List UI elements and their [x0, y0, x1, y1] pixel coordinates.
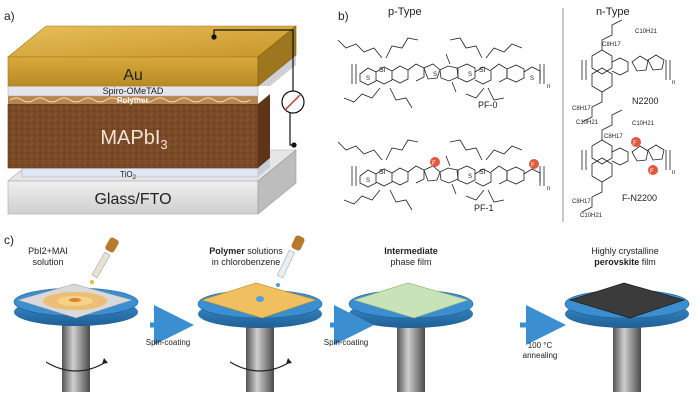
rotate-arrow-1-icon	[45, 361, 107, 372]
pf1-n: n	[547, 186, 550, 192]
fn2200-structure	[581, 109, 671, 213]
coater-3-post	[397, 322, 425, 392]
perovskite-side	[258, 94, 270, 168]
panel-a: a) Glass/FTO TiO2 MAPbI3 Polymer Spiro-O…	[4, 9, 305, 215]
pf1-si-1: Si	[379, 169, 386, 176]
polymer-wave	[9, 97, 251, 103]
step1-line2: solution	[32, 257, 63, 267]
fn2200-fluorine-1	[631, 137, 641, 147]
coater-4-post	[613, 322, 641, 392]
step4-line2: perovskite film	[594, 257, 656, 267]
step2-line1: Polymer solutions	[209, 246, 283, 256]
polymer-layer	[8, 96, 258, 104]
fn2200-alkyl-3: C8H17	[572, 199, 591, 205]
step3-line2: phase film	[390, 257, 431, 267]
n2200-alkyl-4: C10H21	[576, 120, 599, 126]
n2200-label: N2200	[632, 96, 659, 106]
perovskite-layer	[7, 103, 259, 169]
arrow-3-label-2: annealing	[523, 351, 558, 360]
rotate-arrow-2-icon	[229, 361, 291, 372]
panel-c-label: c)	[4, 233, 14, 247]
spin-coater-3	[348, 282, 474, 392]
n2200-alkyl-3: C8H17	[572, 106, 591, 112]
pf1-f-1: F	[432, 161, 436, 167]
n2200-structure	[581, 19, 671, 123]
pf1-label: PF-1	[474, 203, 494, 213]
spin-coater-4	[564, 282, 690, 392]
n2200-alkyl-2: C8H17	[602, 42, 621, 48]
substrate-label: Glass/FTO	[94, 191, 171, 208]
pf0-si-2: Si	[479, 67, 486, 74]
pf1-si-2: Si	[479, 169, 486, 176]
fn2200-alkyl-2: C8H17	[604, 134, 623, 140]
pf1-fluorine-2	[529, 159, 539, 169]
panel-a-label: a)	[4, 9, 15, 23]
step4-line1: Highly crystalline	[591, 246, 659, 256]
arrow-1-label: Spin-coating	[146, 338, 190, 347]
pf0-s-3: S	[468, 72, 472, 78]
au-label: Au	[123, 67, 143, 84]
meter-needle	[284, 94, 301, 111]
step1-line1: PbI2+MAI	[28, 246, 68, 256]
tio2-layer	[21, 167, 259, 178]
contact-top	[211, 34, 217, 40]
au-side	[257, 25, 297, 87]
fn2200-alkyl-1: C10H21	[632, 121, 655, 127]
contact-bottom	[291, 142, 297, 148]
perovskite-label: MAPbI3	[100, 127, 167, 152]
fn2200-fluorine-2	[648, 165, 658, 175]
pf0-s-2: S	[433, 72, 437, 78]
coater-2-post	[246, 322, 274, 392]
substrate-front	[7, 180, 259, 215]
fn2200-f-2: F	[650, 169, 654, 175]
panel-b: b) p-Type n-Type	[337, 6, 675, 222]
pf0-s-1: S	[366, 76, 370, 82]
panel-b-label: b)	[338, 9, 349, 23]
pf1-s-2: S	[468, 174, 472, 180]
pf0-structure	[337, 37, 545, 109]
spin-coater-1	[13, 283, 139, 392]
spin-coater-2	[197, 282, 323, 392]
tio2-side	[258, 158, 270, 177]
step2-line2: in chlorobenzene	[212, 257, 281, 267]
pf0-n: n	[547, 84, 550, 90]
polymer-label: Polymer	[117, 96, 149, 105]
pf1-s-1: S	[366, 178, 370, 184]
n-type-title: n-Type	[596, 6, 630, 18]
arrow-3-label-1: 100 °C	[528, 341, 553, 350]
fn2200-alkyl-4: C10H21	[580, 213, 603, 219]
pf1-structure	[337, 139, 545, 211]
dropper-2-icon	[276, 235, 305, 287]
coater-4-film	[568, 282, 686, 319]
pf0-si-1: Si	[379, 67, 386, 74]
pf0-s-4: S	[530, 76, 534, 82]
tio2-label: TiO2	[120, 170, 137, 181]
spiro-label: Spiro-OMeTAD	[103, 86, 164, 96]
fn2200-n: n	[672, 170, 675, 176]
coater-3-film	[352, 282, 470, 319]
arrow-2-label: Spin-coating	[324, 338, 368, 347]
step3-line1: Intermediate	[384, 246, 438, 256]
pf1-fluorine-1	[430, 157, 440, 167]
panel-c: c) PbI2+MAI solution Polymer solutions i…	[4, 233, 690, 392]
pf1-f-2: F	[531, 163, 535, 169]
pf0-label: PF-0	[478, 100, 498, 110]
au-top	[7, 25, 297, 58]
au-front	[7, 56, 259, 87]
n2200-alkyl-1: C10H21	[635, 29, 658, 35]
fn2200-label: F-N2200	[622, 193, 657, 203]
n2200-n: n	[672, 80, 675, 86]
fn2200-f-1: F	[633, 141, 637, 147]
substrate-side	[257, 149, 297, 215]
p-type-title: p-Type	[388, 6, 422, 18]
dropper-1-icon	[90, 237, 119, 284]
coater-1-post	[62, 320, 90, 392]
